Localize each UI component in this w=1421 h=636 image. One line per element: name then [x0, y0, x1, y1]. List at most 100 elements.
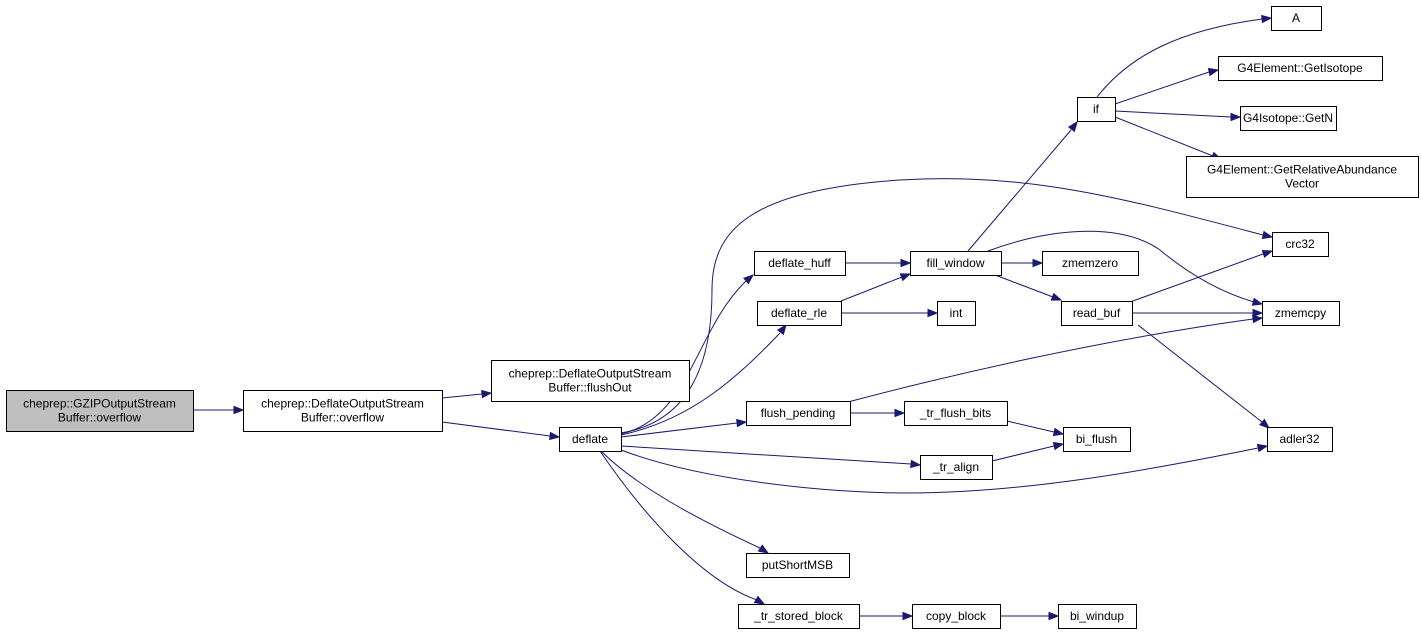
node-box [1061, 301, 1133, 326]
edge-deflate-to-tr_stored_block [599, 450, 766, 605]
node-label: crc32 [1285, 237, 1315, 251]
node-label: deflate [572, 432, 608, 446]
edge-line [1114, 110, 1232, 118]
edge-deflate-to-deflate_huff [620, 274, 755, 435]
node-zmemcpy[interactable]: zmemcpy [1262, 301, 1340, 326]
edge-deflate_overflow-to-deflate [441, 421, 561, 441]
node-box [1058, 604, 1137, 629]
node-box [1218, 56, 1383, 81]
edge-fill_window-to-read_buf [994, 274, 1063, 301]
node-tr_align[interactable]: _tr_align [920, 455, 993, 480]
node-putshortmsb[interactable]: putShortMSB [746, 553, 850, 578]
node-deflate[interactable]: deflate [559, 427, 622, 452]
node-label: putShortMSB [762, 558, 833, 572]
arrowhead [910, 459, 922, 469]
node-label: zmemcpy [1275, 306, 1326, 320]
node-a[interactable]: A [1271, 6, 1322, 31]
edge-if-to-getn [1114, 110, 1242, 122]
node-getisotope[interactable]: G4Element::GetIsotope [1218, 56, 1383, 81]
arrowhead [899, 273, 912, 282]
edge-layer [193, 14, 1274, 621]
arrowhead [894, 408, 906, 418]
node-bi_windup[interactable]: bi_windup [1058, 604, 1137, 629]
edge-tr_stored_block-to-copy_block [859, 611, 914, 621]
node-box [937, 301, 976, 326]
node-deflate_huff[interactable]: deflate_huff [754, 251, 846, 276]
node-label: adler32 [1279, 432, 1319, 446]
node-gzip_overflow[interactable]: cheprep::GZIPOutputStreamBuffer::overflo… [6, 390, 194, 432]
node-int[interactable]: int [937, 301, 976, 326]
arrowhead [1261, 14, 1273, 24]
arrowhead [927, 308, 939, 318]
node-flush_pending[interactable]: flush_pending [746, 401, 851, 426]
node-box [920, 455, 993, 480]
node-crc32[interactable]: crc32 [1272, 232, 1329, 257]
arrowhead [233, 405, 245, 415]
edge-line [620, 178, 1264, 434]
node-fill_window[interactable]: fill_window [910, 251, 1002, 276]
node-box [757, 301, 842, 326]
node-box [904, 401, 1008, 426]
edge-copy_block-to-bi_windup [1000, 611, 1060, 621]
edge-read_buf-to-crc32 [1129, 249, 1274, 303]
node-label: copy_block [926, 609, 987, 623]
edge-deflate-to-crc32 [620, 178, 1274, 434]
edge-deflate-to-flush_pending [620, 418, 748, 438]
arrowhead [1048, 611, 1060, 621]
node-label: deflate_rle [771, 306, 827, 320]
node-label: zmemzero [1062, 256, 1118, 270]
arrowhead [757, 544, 770, 554]
node-box [1063, 427, 1131, 452]
node-box [1272, 232, 1329, 257]
node-deflate_rle[interactable]: deflate_rle [757, 301, 842, 326]
edge-fill_window-to-zmemcpy [987, 230, 1264, 306]
node-if[interactable]: if [1077, 97, 1116, 122]
arrowhead [1261, 249, 1274, 259]
node-flushout[interactable]: cheprep::DeflateOutputStreamBuffer::flus… [491, 360, 690, 402]
node-deflate_overflow[interactable]: cheprep::DeflateOutputStreamBuffer::over… [243, 390, 443, 432]
arrowhead [481, 389, 493, 399]
node-bi_flush[interactable]: bi_flush [1063, 427, 1131, 452]
node-label: bi_flush [1076, 432, 1117, 446]
node-read_buf[interactable]: read_buf [1061, 301, 1133, 326]
edge-line [599, 450, 758, 601]
edge-gzip_overflow-to-deflate_overflow [193, 405, 245, 415]
edge-line [1096, 18, 1263, 98]
node-box [1267, 427, 1333, 452]
edge-line [620, 447, 1259, 494]
edge-deflate-to-tr_align [620, 445, 922, 469]
edge-line [441, 421, 551, 437]
node-label: cheprep::DeflateOutputStream [261, 397, 424, 411]
arrowhead [549, 431, 561, 441]
node-label: Buffer::overflow [301, 411, 384, 425]
node-label: deflate_huff [768, 256, 831, 270]
node-label: _tr_flush_bits [919, 406, 991, 420]
arrowhead [1259, 418, 1271, 429]
edge-line [987, 230, 1255, 303]
node-box [912, 604, 1001, 629]
edge-if-to-a [1096, 14, 1273, 98]
arrowhead [1050, 292, 1063, 301]
edge-deflate_rle-to-int [841, 308, 939, 318]
node-label: G4Isotope::GetN [1243, 111, 1333, 125]
node-adler32[interactable]: adler32 [1267, 427, 1333, 452]
node-label: _tr_stored_block [753, 609, 844, 623]
edge-line [847, 318, 1254, 403]
edge-read_buf-to-adler32 [1137, 324, 1271, 429]
node-label: read_buf [1073, 306, 1121, 320]
arrowhead [1251, 297, 1264, 306]
node-label: flush_pending [761, 406, 836, 420]
node-label: cheprep::DeflateOutputStream [509, 367, 672, 381]
node-getn[interactable]: G4Isotope::GetN [1240, 106, 1337, 131]
node-tr_stored_block[interactable]: _tr_stored_block [738, 604, 860, 629]
edge-read_buf-to-zmemcpy [1132, 308, 1264, 318]
arrowhead [900, 258, 912, 268]
node-tr_flush_bits[interactable]: _tr_flush_bits [904, 401, 1008, 426]
edge-flush_pending-to-zmemcpy [847, 314, 1264, 403]
edge-deflate_overflow-to-flushout [441, 389, 493, 399]
node-copy_block[interactable]: copy_block [912, 604, 1001, 629]
node-zmemzero[interactable]: zmemzero [1042, 251, 1139, 276]
arrowhead [1256, 443, 1269, 453]
